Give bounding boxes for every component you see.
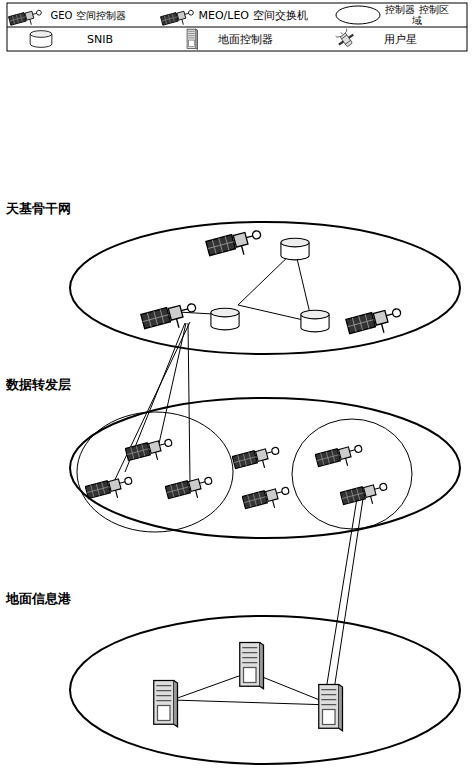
legend-text: MEO/LEO 空间交换机 — [198, 9, 308, 22]
switch-satellite — [165, 475, 215, 506]
layer-region: 地面信息港 — [4, 588, 466, 768]
illustration-part — [7, 27, 467, 28]
switch-satellite — [232, 445, 282, 476]
layer-region: 数据转发层 — [4, 374, 466, 542]
region-ellipse — [70, 398, 460, 538]
legend-text: 控制器 控制区域 — [382, 4, 452, 26]
region-ellipse — [70, 222, 460, 354]
ground-server — [319, 685, 343, 731]
illustration-part — [125, 323, 185, 472]
region-ellipse — [70, 616, 460, 764]
geo-sample — [9, 8, 44, 30]
meo-sample — [161, 8, 196, 30]
ground-controllers — [154, 643, 343, 731]
region-sample — [336, 6, 380, 24]
illustration-part — [158, 323, 186, 448]
legend-text: SNIB — [60, 33, 140, 46]
legend-text: GEO 空间控制器 — [48, 10, 128, 21]
ground-server — [240, 643, 264, 689]
geo-satellites — [141, 227, 405, 341]
illustration-part — [238, 250, 312, 322]
snib — [281, 238, 309, 260]
ground-server — [154, 681, 178, 727]
region-outline — [4, 374, 466, 542]
layer-heading: 天基骨干网 — [6, 200, 71, 218]
legend-text: 地面控制器 — [200, 33, 290, 46]
region-outline — [4, 198, 466, 358]
layer-heading: 数据转发层 — [6, 376, 71, 394]
meo-switches — [85, 437, 390, 516]
geo-satellite — [206, 227, 265, 263]
snib — [211, 308, 239, 330]
region-outline — [4, 588, 466, 768]
snib-sample — [30, 31, 52, 48]
legend-text: 用户星 — [365, 33, 435, 46]
legend-frame — [7, 3, 467, 51]
layer-heading: 地面信息港 — [6, 590, 71, 608]
link-lines — [110, 250, 364, 705]
switch-satellite — [125, 437, 175, 468]
usersat-sample — [334, 27, 357, 50]
layer-region: 天基骨干网 — [4, 198, 466, 358]
illustration-part — [334, 492, 364, 690]
illustration-part — [326, 492, 358, 690]
switch-satellite — [315, 443, 365, 474]
server-sample — [187, 29, 197, 49]
control-regions — [77, 412, 412, 532]
illustration-part — [292, 419, 412, 529]
switch-satellite — [340, 481, 390, 512]
legend-samples — [9, 6, 380, 50]
snib — [301, 310, 329, 332]
illustration-part — [7, 3, 467, 51]
switch-satellite — [242, 485, 292, 516]
geo-satellite — [141, 300, 200, 336]
